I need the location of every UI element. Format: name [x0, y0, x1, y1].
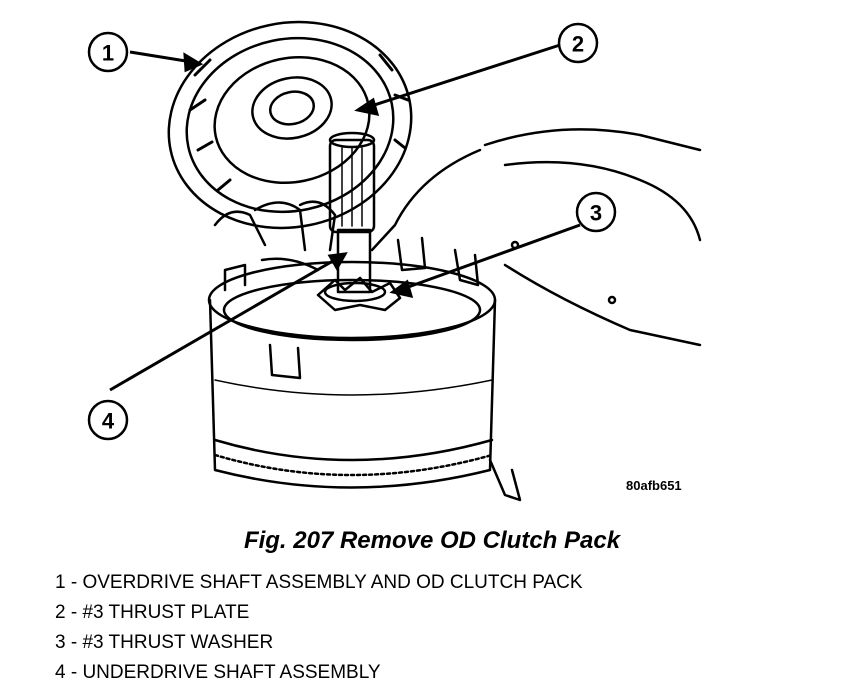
figure-caption: Fig. 207 Remove OD Clutch Pack: [243, 527, 621, 554]
legend-item: 4 - UNDERDRIVE SHAFT ASSEMBLY: [55, 662, 381, 683]
hand-drawing: [213, 128, 702, 347]
callout-3-leader: [399, 223, 581, 292]
figure-id-label: 80afb651: [626, 478, 682, 493]
callout-1-number: 1: [102, 41, 114, 66]
callout-4-number: 4: [102, 409, 115, 434]
callout-2-arrowhead: [354, 97, 380, 116]
clutch-pack-illustration: 1 2 3 4: [87, 20, 702, 502]
callout-1-leader: [129, 50, 193, 64]
callout-1-circle: [87, 31, 129, 73]
od-clutch-pack-drawing: [167, 20, 413, 230]
callout-2-circle: [557, 22, 599, 64]
callout-3-circle: [575, 191, 617, 233]
lower-housing-drawing: [207, 236, 522, 502]
callout-1-arrowhead: [183, 52, 204, 73]
callout-2-leader: [364, 43, 561, 110]
legend-item: 1 - OVERDRIVE SHAFT ASSEMBLY AND OD CLUT…: [55, 572, 583, 593]
callout-4-leader: [109, 256, 339, 392]
callout-leaders: [109, 43, 581, 392]
callout-3-number: 3: [590, 201, 602, 226]
callout-2-number: 2: [572, 32, 584, 57]
legend-item: 2 - #3 THRUST PLATE: [55, 602, 250, 623]
legend-item: 3 - #3 THRUST WASHER: [55, 632, 274, 653]
underdrive-shaft-drawing: [328, 131, 376, 294]
callout-4-arrowhead: [327, 252, 348, 271]
legend-list: 1 - OVERDRIVE SHAFT ASSEMBLY AND OD CLUT…: [55, 568, 583, 688]
callout-3-arrowhead: [389, 279, 414, 299]
callout-4-circle: [87, 399, 129, 441]
